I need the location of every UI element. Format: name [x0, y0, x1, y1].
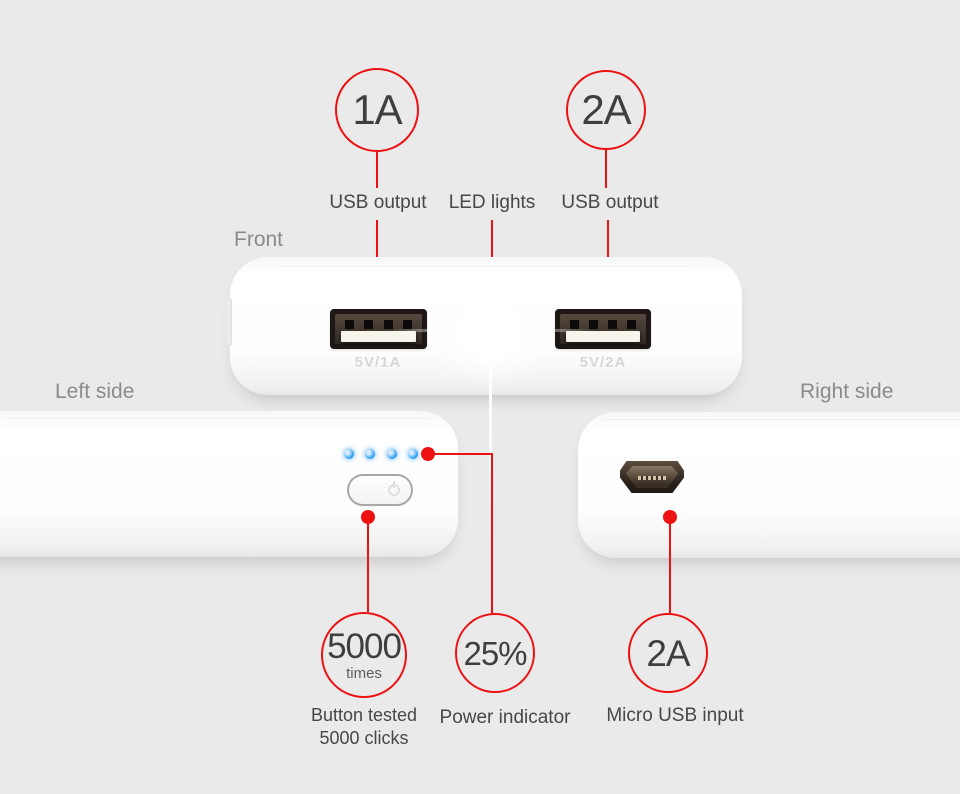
- callout-line: [491, 453, 493, 614]
- badge-25-value: 25%: [463, 634, 527, 672]
- badge-5000-value: 5000: [327, 627, 402, 666]
- usb-contacts: [345, 320, 412, 329]
- battery-led-dot: [365, 449, 375, 459]
- callout-line: [433, 453, 492, 455]
- micro-usb-port: [620, 461, 684, 493]
- callout-line: [605, 150, 607, 188]
- led-light: [467, 307, 513, 353]
- annotation-led-lights: LED lights: [448, 192, 536, 213]
- badge-2a-value: 2A: [581, 86, 631, 133]
- callout-line: [376, 220, 378, 290]
- callout-line: [367, 524, 369, 612]
- usb-cavity: [335, 314, 422, 344]
- usb-port-1a: [330, 309, 427, 349]
- badge-2a-input-value: 2A: [646, 632, 690, 674]
- left-view-label: Left side: [55, 380, 135, 403]
- usb-tongue: [566, 331, 640, 342]
- annotation-usb-output-right: USB output: [561, 192, 659, 213]
- badge-1a-value: 1A: [352, 86, 402, 133]
- port-print-right: 5V/2A: [579, 354, 627, 371]
- port-print-left: 5V/1A: [354, 354, 402, 371]
- battery-led-dot: [344, 449, 354, 459]
- callout-line: [607, 220, 609, 290]
- right-view-label: Right side: [800, 380, 894, 403]
- badge-1a-output: 1A: [335, 68, 419, 152]
- annotation-usb-output-left: USB output: [329, 192, 427, 213]
- usb-contacts: [570, 320, 636, 329]
- usb-tongue: [341, 331, 416, 342]
- power-icon: [388, 484, 400, 496]
- usb-port-2a: [555, 309, 651, 349]
- badge-2a-input: 2A: [628, 613, 708, 693]
- front-view-label: Front: [234, 228, 284, 251]
- side-button-edge: [227, 299, 232, 345]
- callout-line: [669, 524, 671, 613]
- callout-dot: [421, 447, 435, 461]
- power-indicator-caption: Power indicator: [439, 707, 571, 728]
- caption-line-2: 5000 clicks: [319, 728, 409, 748]
- power-button: [347, 474, 413, 506]
- badge-5000-unit: times: [346, 665, 382, 682]
- button-tested-caption: Button tested 5000 clicks: [311, 704, 417, 750]
- caption-line-1: Button tested: [310, 705, 418, 725]
- callout-dot: [663, 510, 677, 524]
- badge-25-percent: 25%: [455, 613, 535, 693]
- micro-usb-contacts: [638, 476, 666, 481]
- battery-led-dot: [387, 449, 397, 459]
- usb-cavity: [560, 314, 646, 344]
- callout-dot: [361, 510, 375, 524]
- micro-usb-cavity: [626, 466, 678, 488]
- callout-line: [491, 220, 493, 290]
- battery-led-dot: [408, 449, 418, 459]
- callout-line: [376, 152, 378, 188]
- micro-usb-input-caption: Micro USB input: [606, 705, 744, 726]
- badge-5000-times: 5000 times: [321, 612, 407, 698]
- badge-2a-output: 2A: [566, 70, 646, 150]
